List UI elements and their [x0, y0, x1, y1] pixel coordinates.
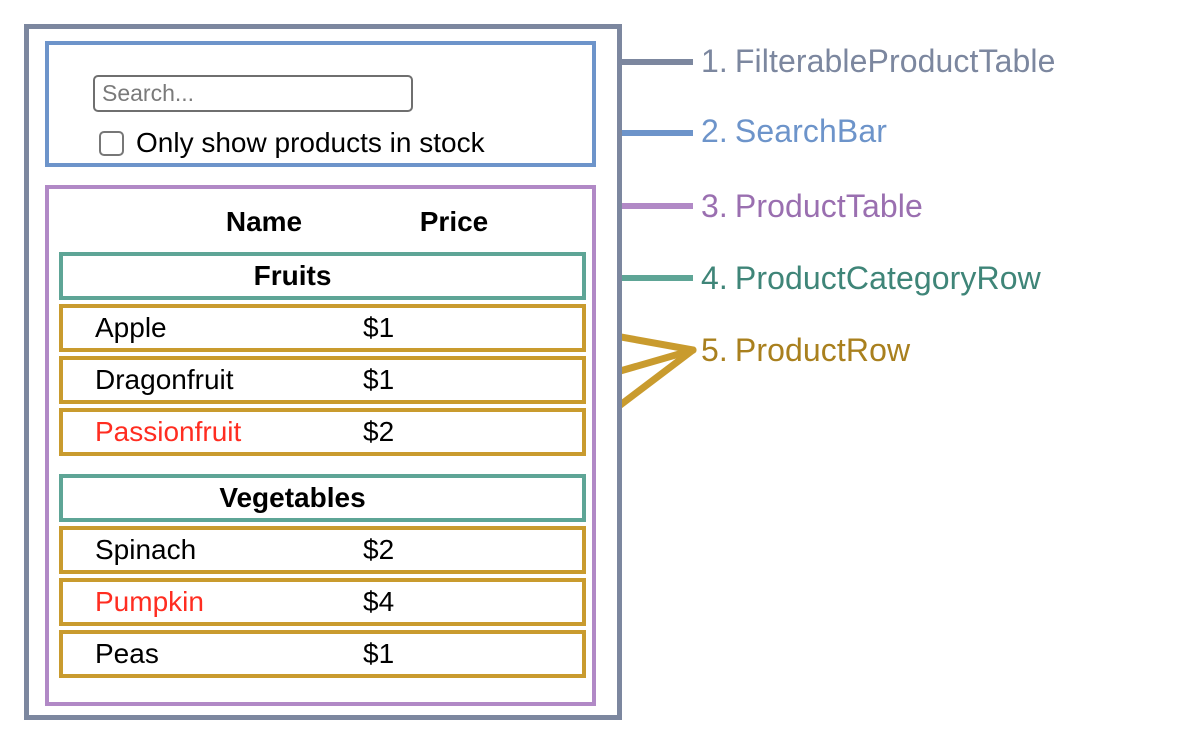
- product-table-header: Name Price: [59, 198, 582, 246]
- product-name: Peas: [95, 638, 159, 669]
- search-bar: Search... Only show products in stock: [45, 41, 596, 167]
- product-price: $2: [363, 416, 395, 447]
- product-row[interactable]: Peas $1: [59, 630, 586, 678]
- callout-label: ProductCategoryRow: [734, 260, 1041, 296]
- product-price: $1: [363, 312, 395, 343]
- column-header-name: Name: [225, 206, 303, 237]
- product-row[interactable]: Pumpkin $4: [59, 578, 586, 626]
- callout-label: ProductRow: [734, 332, 911, 368]
- callout-product-table: 3.ProductTable: [701, 190, 923, 222]
- product-category-row: Vegetables: [59, 474, 586, 522]
- product-price: $4: [363, 586, 395, 617]
- product-row[interactable]: Apple $1: [59, 304, 586, 352]
- product-name: Dragonfruit: [95, 364, 234, 395]
- column-header-price: Price: [419, 206, 489, 237]
- product-name: Passionfruit: [95, 416, 242, 447]
- group-spacer: [59, 460, 586, 474]
- product-price: $1: [363, 638, 395, 669]
- product-table: Name Price Fruits Apple $1 Dragonfruit $…: [45, 185, 596, 706]
- callout-number: 3.: [701, 188, 728, 224]
- product-category-row: Fruits: [59, 252, 586, 300]
- product-price: $2: [363, 534, 395, 565]
- category-label: Vegetables: [219, 482, 366, 513]
- search-input[interactable]: Search...: [93, 75, 413, 112]
- product-row[interactable]: Dragonfruit $1: [59, 356, 586, 404]
- callout-number: 1.: [701, 43, 728, 79]
- product-table-rows: Fruits Apple $1 Dragonfruit $1 Passionfr…: [59, 252, 586, 682]
- callout-product-category-row: 4.ProductCategoryRow: [701, 262, 1041, 294]
- product-row[interactable]: Passionfruit $2: [59, 408, 586, 456]
- product-price: $1: [363, 364, 395, 395]
- callout-search-bar: 2.SearchBar: [701, 115, 887, 147]
- checkbox-icon[interactable]: [99, 130, 124, 156]
- product-name: Pumpkin: [95, 586, 204, 617]
- callout-label: ProductTable: [734, 188, 923, 224]
- callout-filterable-product-table: 1.FilterableProductTable: [701, 45, 1055, 77]
- in-stock-filter-label: Only show products in stock: [136, 127, 485, 158]
- callout-number: 4.: [701, 260, 728, 296]
- callout-label: FilterableProductTable: [734, 43, 1056, 79]
- product-name: Spinach: [95, 534, 197, 565]
- in-stock-filter[interactable]: Only show products in stock: [99, 129, 485, 157]
- product-name: Apple: [95, 312, 167, 343]
- category-label: Fruits: [253, 260, 332, 291]
- callout-product-row: 5.ProductRow: [701, 334, 910, 366]
- callout-number: 2.: [701, 113, 728, 149]
- callout-label: SearchBar: [734, 113, 887, 149]
- callout-number: 5.: [701, 332, 728, 368]
- product-row[interactable]: Spinach $2: [59, 526, 586, 574]
